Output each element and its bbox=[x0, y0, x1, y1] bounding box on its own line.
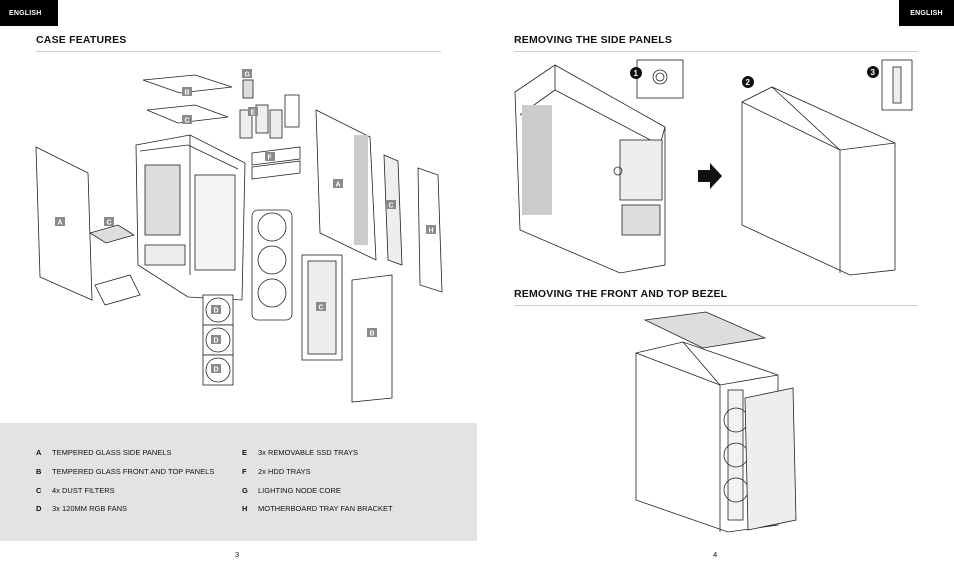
badge-c-front: C bbox=[319, 305, 324, 312]
diagram-badges: A C B C G E F A C H C B D D D bbox=[55, 69, 436, 374]
language-tag-left: ENGLISH bbox=[0, 0, 58, 26]
page-number-right: 4 bbox=[713, 550, 718, 559]
badge-g: G bbox=[245, 72, 251, 79]
step-3-label: 3 bbox=[871, 68, 876, 77]
badge-f: F bbox=[268, 155, 273, 162]
bezel-rule bbox=[514, 305, 918, 306]
badge-d-1: D bbox=[214, 308, 219, 315]
step-1-label: 1 bbox=[634, 69, 639, 78]
badge-b-front: B bbox=[370, 331, 375, 338]
side-panel-removal-diagram: 1 2 3 bbox=[514, 59, 913, 276]
page-number-left: 3 bbox=[235, 550, 240, 559]
badge-c-right: C bbox=[389, 203, 394, 210]
badge-d-2: D bbox=[214, 338, 219, 345]
badge-e: E bbox=[251, 110, 256, 117]
badge-c-top: C bbox=[185, 118, 190, 125]
step-2-label: 2 bbox=[746, 78, 751, 87]
side-panels-rule bbox=[514, 51, 918, 52]
badge-a-right: A bbox=[336, 182, 341, 189]
bezel-removal-diagram bbox=[635, 311, 797, 533]
removing-side-panels-heading: REMOVING THE SIDE PANELS bbox=[514, 34, 673, 46]
badge-h: H bbox=[429, 228, 434, 235]
legend-box bbox=[0, 423, 477, 541]
case-features-heading: CASE FEATURES bbox=[36, 34, 127, 46]
badge-d-3: D bbox=[214, 367, 219, 374]
badge-c-left: C bbox=[107, 220, 112, 227]
badge-a-left: A bbox=[58, 220, 63, 227]
removing-bezel-heading: REMOVING THE FRONT AND TOP BEZEL bbox=[514, 288, 728, 300]
language-tag-right: ENGLISH bbox=[899, 0, 954, 26]
case-features-exploded-diagram: A C B C G E F A C H C B D D D bbox=[35, 69, 443, 403]
case-features-rule bbox=[36, 51, 441, 52]
badge-b-top: B bbox=[185, 90, 190, 97]
